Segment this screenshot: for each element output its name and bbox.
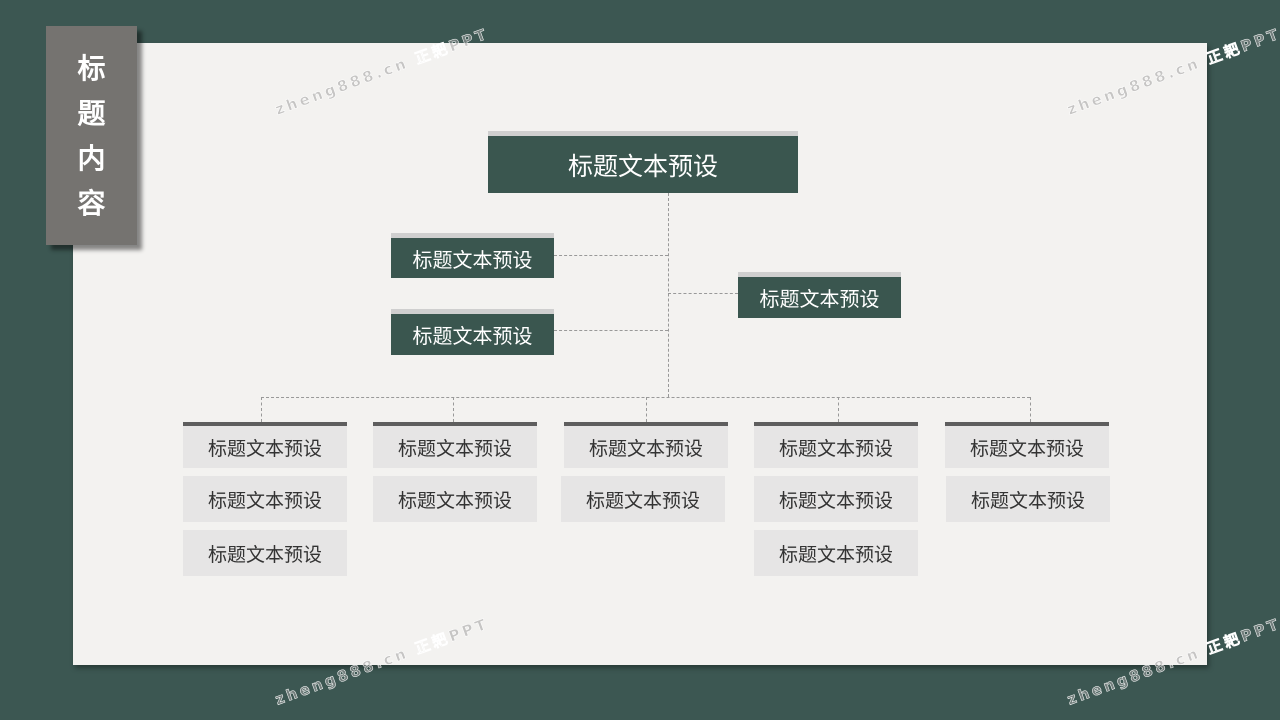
connector-line: [261, 397, 262, 422]
column-4-item: 标题文本预设: [754, 476, 918, 522]
connector-line: [453, 397, 454, 422]
connector-line: [838, 397, 839, 422]
side-title-tab: 标 题 内 容: [46, 26, 137, 245]
column-3-head: 标题文本预设: [564, 422, 728, 468]
connector-line: [261, 397, 1030, 398]
column-5-head: 标题文本预设: [945, 422, 1109, 468]
connector-line: [554, 330, 668, 331]
root-node: 标题文本预设: [488, 131, 798, 193]
connector-line: [1030, 397, 1031, 422]
column-1-item: 标题文本预设: [183, 476, 347, 522]
connector-line: [668, 193, 669, 397]
mid-left-node: 标题文本预设: [391, 233, 554, 278]
column-2-head: 标题文本预设: [373, 422, 537, 468]
mid-right-node: 标题文本预设: [738, 272, 901, 318]
column-5-item: 标题文本预设: [946, 476, 1110, 522]
mid-left-node: 标题文本预设: [391, 309, 554, 355]
connector-line: [668, 293, 738, 294]
column-2-item: 标题文本预设: [373, 476, 537, 522]
connector-line: [554, 255, 668, 256]
column-4-item: 标题文本预设: [754, 530, 918, 576]
column-4-head: 标题文本预设: [754, 422, 918, 468]
column-3-item: 标题文本预设: [561, 476, 725, 522]
side-title-char: 内: [77, 141, 106, 175]
column-1-item: 标题文本预设: [183, 530, 347, 576]
column-1-head: 标题文本预设: [183, 422, 347, 468]
side-title-char: 容: [77, 186, 106, 220]
connector-line: [646, 397, 647, 422]
side-title-char: 题: [77, 96, 106, 130]
side-title-char: 标: [77, 51, 106, 85]
